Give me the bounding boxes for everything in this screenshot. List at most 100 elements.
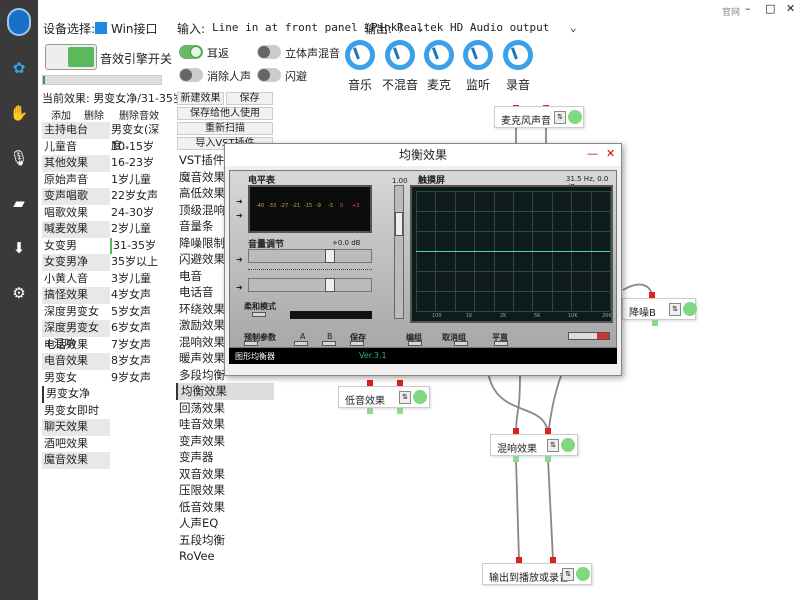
effect-engine-toggle[interactable] xyxy=(45,44,97,70)
plugin-item[interactable]: 降噪限制 xyxy=(179,235,225,250)
plugin-item[interactable]: 双音效果 xyxy=(179,466,225,481)
plugin-item[interactable]: 哇音效果 xyxy=(179,417,225,431)
output-node-in-pin[interactable] xyxy=(516,557,522,563)
preset-item[interactable]: 8岁女声 xyxy=(111,354,151,367)
plugin-item[interactable]: 闪避效果 xyxy=(179,252,225,266)
preset-item[interactable]: 3岁儿童 xyxy=(111,271,151,285)
output-node[interactable]: 输出到播放或录音 ⇅ xyxy=(482,563,592,585)
dialog-close-button[interactable]: ✕ xyxy=(606,147,616,160)
plugin-item[interactable]: 高低效果 xyxy=(179,186,225,200)
plugin-item[interactable]: 环绕效果 xyxy=(179,301,225,316)
delete-effect-button[interactable]: 删除音效 xyxy=(119,111,159,122)
bass-node-out-pin-2[interactable] xyxy=(397,408,403,414)
denoise-node[interactable]: 降噪B ⇅ xyxy=(622,298,697,320)
category-item[interactable]: 原始声音 xyxy=(44,172,88,186)
close-button[interactable]: ✕ xyxy=(786,2,796,15)
node-status-dot[interactable] xyxy=(561,438,575,452)
volume-slider-top[interactable] xyxy=(248,249,372,263)
category-item[interactable]: 变声唱歌 xyxy=(42,188,110,205)
plugin-item[interactable]: 低音效果 xyxy=(179,499,225,514)
plugin-item[interactable]: 人声EQ xyxy=(179,516,219,530)
node-swap-icon[interactable]: ⇅ xyxy=(399,391,411,404)
device-select[interactable]: Win接口 xyxy=(95,20,158,37)
node-status-dot[interactable] xyxy=(576,567,590,581)
category-item[interactable]: 聊天效果 xyxy=(42,419,110,436)
vocal-remove-switch[interactable] xyxy=(179,68,203,82)
stereo-mix-switch[interactable] xyxy=(257,45,281,59)
plugin-item[interactable]: RoVee xyxy=(179,549,215,563)
category-item[interactable]: 魔音效果 xyxy=(42,452,110,469)
category-item[interactable]: 电话效果 xyxy=(44,337,88,351)
mode-switch[interactable] xyxy=(568,332,610,340)
preset-item[interactable]: 16-23岁 xyxy=(111,156,154,169)
category-item[interactable]: 其他效果 xyxy=(42,155,110,172)
official-site-link[interactable]: 官网 xyxy=(722,8,741,18)
preset-item[interactable]: 7岁女声 xyxy=(111,337,151,351)
node-status-dot[interactable] xyxy=(413,390,427,404)
save-share-button[interactable]: 保存给他人使用 xyxy=(177,107,273,120)
slider-handle[interactable] xyxy=(325,278,335,292)
no-mix-knob[interactable] xyxy=(385,40,415,70)
soft-mode-button[interactable] xyxy=(252,312,266,317)
category-item[interactable]: 男变女净 xyxy=(42,386,110,403)
ducking-switch[interactable] xyxy=(257,68,281,82)
download-icon[interactable]: ⬇ xyxy=(12,239,26,257)
category-item[interactable]: 搞怪效果 xyxy=(42,287,110,304)
hand-icon[interactable]: ✋ xyxy=(9,104,29,122)
plugin-item[interactable]: 回荡效果 xyxy=(179,400,225,415)
category-item[interactable]: 男变女即时 xyxy=(44,403,99,417)
node-swap-icon[interactable]: ⇅ xyxy=(562,568,574,581)
denoise-node-out-pin[interactable] xyxy=(652,320,658,326)
bag-icon[interactable]: ▰ xyxy=(13,194,25,212)
category-item[interactable]: 女变男 xyxy=(44,238,77,252)
output-select[interactable]: Realtek HD Audio output ⌄ xyxy=(397,21,577,34)
plugin-item[interactable]: 顶级混响 xyxy=(179,202,225,217)
preset-item[interactable]: 9岁女声 xyxy=(111,370,151,384)
bass-node-in-pin-2[interactable] xyxy=(397,380,403,386)
gear-icon[interactable]: ⚙ xyxy=(12,284,26,302)
preset-item[interactable]: 10-15岁 xyxy=(111,139,154,153)
minimize-button[interactable]: – xyxy=(745,2,751,15)
monitor-knob[interactable] xyxy=(463,40,493,70)
plugin-item[interactable]: 五段均衡 xyxy=(179,532,225,547)
category-item[interactable]: 喊麦效果 xyxy=(42,221,110,238)
preset-item[interactable]: 24-30岁 xyxy=(111,205,154,219)
preset-item[interactable]: 35岁以上 xyxy=(111,255,158,268)
delete-button[interactable]: 删除 xyxy=(84,111,104,122)
bass-node-in-pin[interactable] xyxy=(367,380,373,386)
preset-item[interactable]: 男变女(深度.. xyxy=(111,123,160,152)
plugin-item[interactable]: 电话音 xyxy=(179,285,214,299)
rescan-button[interactable]: 重新扫描 xyxy=(177,122,273,135)
input-select[interactable]: Line in at front panel (Pink) ⌄ xyxy=(212,21,423,34)
node-status-dot[interactable] xyxy=(568,110,582,124)
mic-icon[interactable]: 🎙 xyxy=(9,149,29,167)
plugin-item[interactable]: 变声器 xyxy=(179,450,214,464)
output-node-in-pin-2[interactable] xyxy=(550,557,556,563)
gain-slider-handle[interactable] xyxy=(395,212,403,236)
plugin-item[interactable]: 变声效果 xyxy=(179,433,225,448)
preset-item[interactable]: 5岁女声 xyxy=(111,304,151,318)
reverb-node-out-pin[interactable] xyxy=(513,456,519,462)
save-button[interactable]: 保存 xyxy=(226,92,273,105)
mic-knob[interactable] xyxy=(424,40,454,70)
preset-item[interactable]: 2岁儿童 xyxy=(111,222,151,235)
plugin-item[interactable]: 多段均衡 xyxy=(179,367,225,382)
category-item[interactable]: 深度男变女+混响 xyxy=(42,320,110,350)
preset-b-button[interactable] xyxy=(322,341,336,346)
bass-node-out-pin[interactable] xyxy=(367,408,373,414)
category-item[interactable]: 小黄人音 xyxy=(44,271,88,285)
plugin-item[interactable]: 压限效果 xyxy=(179,483,225,497)
node-status-dot[interactable] xyxy=(683,302,697,316)
reverb-node-out-pin-2[interactable] xyxy=(545,456,551,462)
reverb-node-in-pin-2[interactable] xyxy=(545,428,551,434)
flower-icon[interactable]: ✿ xyxy=(12,59,26,77)
preset-item[interactable]: 31-35岁 xyxy=(110,237,174,254)
category-item[interactable]: 电音效果 xyxy=(42,353,110,370)
plugin-item[interactable]: 电音 xyxy=(179,268,202,283)
plugin-item[interactable]: 均衡效果 xyxy=(176,383,274,400)
category-item[interactable]: 女变男净 xyxy=(42,254,110,271)
bass-node[interactable]: 低音效果 ⇅ xyxy=(338,386,430,408)
plugin-item[interactable]: 激励效果 xyxy=(179,318,225,332)
edit-group-button[interactable] xyxy=(408,341,422,346)
ear-return-switch[interactable] xyxy=(179,45,203,59)
